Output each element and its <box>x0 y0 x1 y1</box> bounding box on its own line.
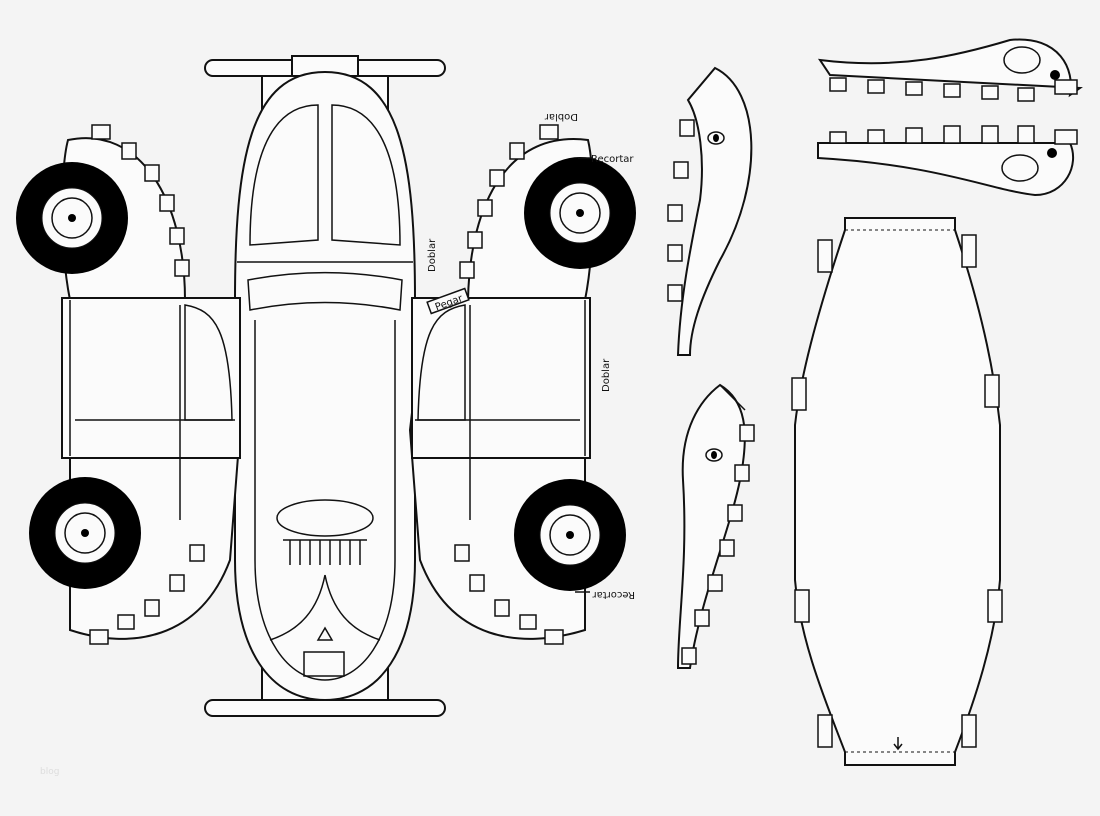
front-fender-piece <box>667 66 753 356</box>
roof-front <box>247 271 403 311</box>
rear-bumper <box>204 699 446 717</box>
windshield-right <box>331 104 401 246</box>
right-door-panel <box>411 297 591 459</box>
car-left-side <box>16 124 242 645</box>
right-window <box>417 304 466 421</box>
glue-tab <box>426 287 470 315</box>
rear-fender-piece <box>676 383 755 669</box>
left-rear-wheel <box>29 477 141 589</box>
car-right-side <box>408 124 636 645</box>
right-tabs <box>454 124 564 645</box>
label-fold-top: Doblar <box>544 111 578 122</box>
right-rear-wheel <box>514 479 626 591</box>
label-cut-top: Recortar <box>591 154 634 165</box>
floor-piece <box>791 217 1003 766</box>
hood-piece-bottom <box>817 125 1078 197</box>
windshield-left <box>249 104 319 246</box>
label-fold-left-vertical: Doblar <box>427 238 438 272</box>
watermark: blog <box>40 767 59 777</box>
body-outline <box>234 70 416 702</box>
hood-piece-top <box>817 38 1083 102</box>
label-fold-right-vertical: Doblar <box>601 358 612 392</box>
license-plate <box>303 651 345 677</box>
left-door-panel <box>61 297 241 459</box>
label-cut-bottom: Recortar <box>592 589 635 600</box>
left-front-wheel <box>16 162 128 274</box>
left-tabs <box>89 124 205 645</box>
car-top-view <box>204 55 446 717</box>
right-front-wheel <box>524 157 636 269</box>
rear-window <box>276 499 374 537</box>
left-window <box>184 304 233 421</box>
